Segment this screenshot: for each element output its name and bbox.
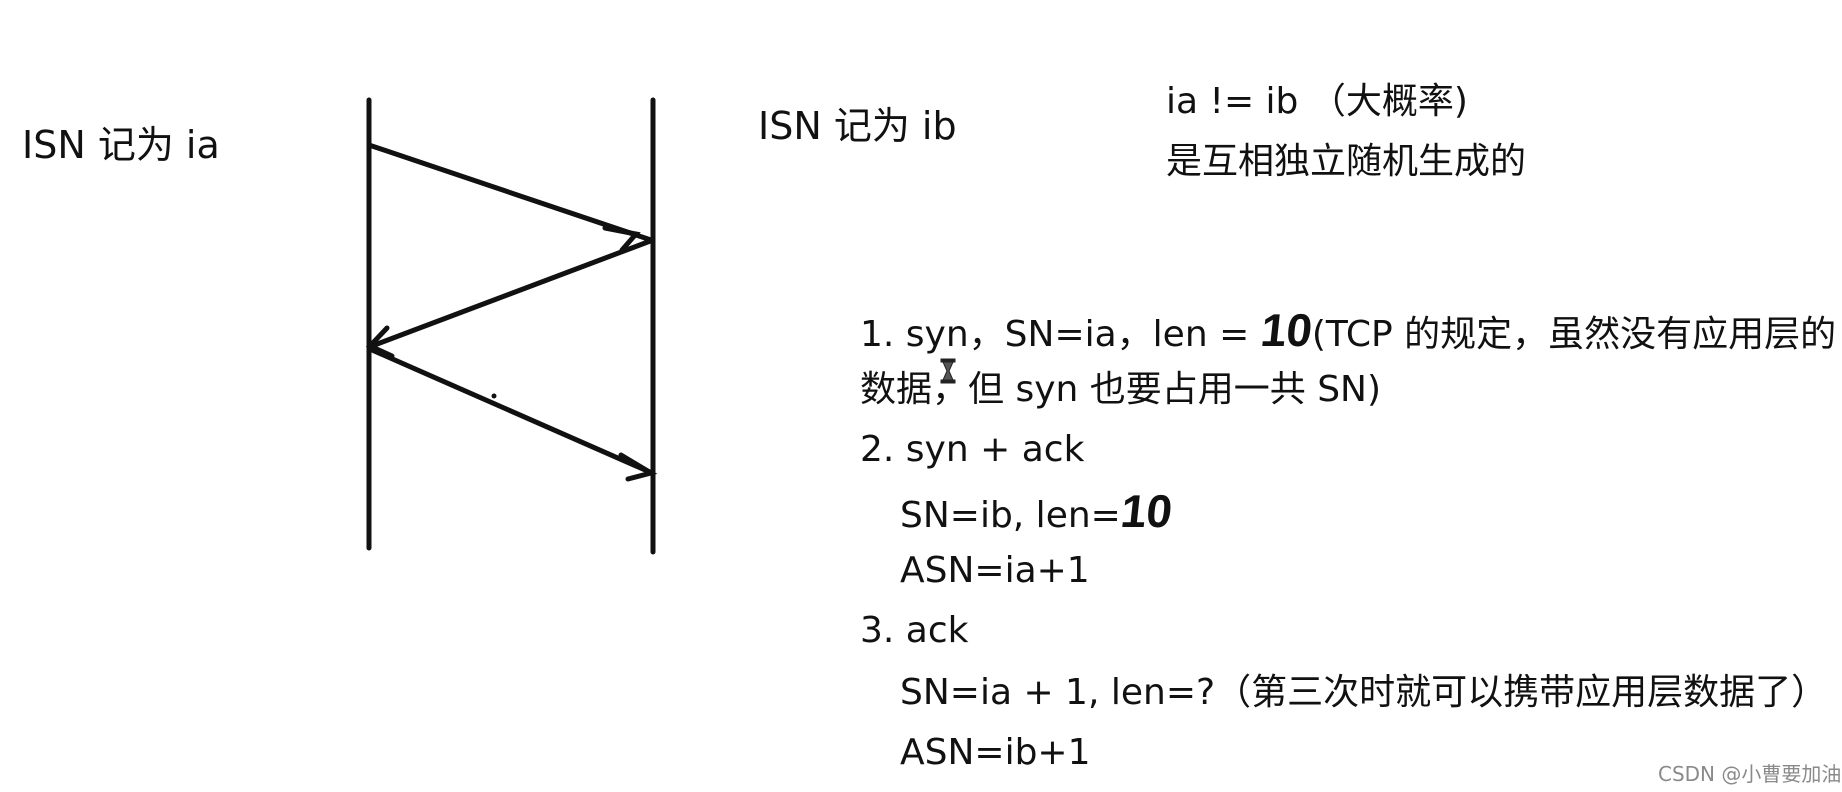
ack-arrowhead [618, 452, 658, 482]
step1-suffix: (TCP 的规定，虽然没有应用层的 [1311, 314, 1837, 355]
step1-line1: 1. syn，SN=ia，len = 10(TCP 的规定，虽然没有应用层的 [860, 304, 1837, 358]
step1-line2: 数据，但 syn 也要占用一共 SN) [860, 369, 1382, 410]
step2-title: 2. syn + ack [860, 429, 1085, 470]
csdn-watermark: CSDN @小曹要加油 [1658, 762, 1842, 786]
left-isn-label: ISN 记为 ia [22, 123, 220, 167]
step3-title: 3. ack [860, 610, 969, 651]
syn-ack-arrowhead [365, 325, 395, 359]
step1-prefix: 1. syn，SN=ia，len = [860, 314, 1261, 355]
isn-note-line2: 是互相独立随机生成的 [1166, 141, 1527, 182]
hourglass-cursor-icon [940, 358, 956, 384]
ack-arrow [369, 347, 655, 476]
step2-handwritten-zero: 0 [1143, 485, 1175, 537]
step1-handwritten-zero: 0 [1283, 304, 1315, 356]
step2-sn: SN=ib, len=10 [900, 485, 1175, 539]
step2-sn-prefix: SN=ib, len= [900, 495, 1121, 536]
syn-arrow [366, 142, 654, 243]
step3-sn: SN=ia + 1, len=?（第三次时就可以携带应用层数据了） [900, 672, 1828, 713]
step2-asn: ASN=ia+1 [900, 550, 1090, 591]
isn-note-line1: ia != ib （大概率) [1166, 81, 1468, 122]
step2-len-mark: 10 [1118, 485, 1175, 537]
syn-arrowhead [602, 225, 641, 253]
step3-asn: ASN=ib+1 [900, 732, 1091, 773]
step1-len-mark: 10 [1258, 304, 1315, 356]
syn-ack-arrow [369, 237, 656, 349]
right-isn-label: ISN 记为 ib [758, 104, 957, 148]
stray-dot [491, 393, 497, 399]
